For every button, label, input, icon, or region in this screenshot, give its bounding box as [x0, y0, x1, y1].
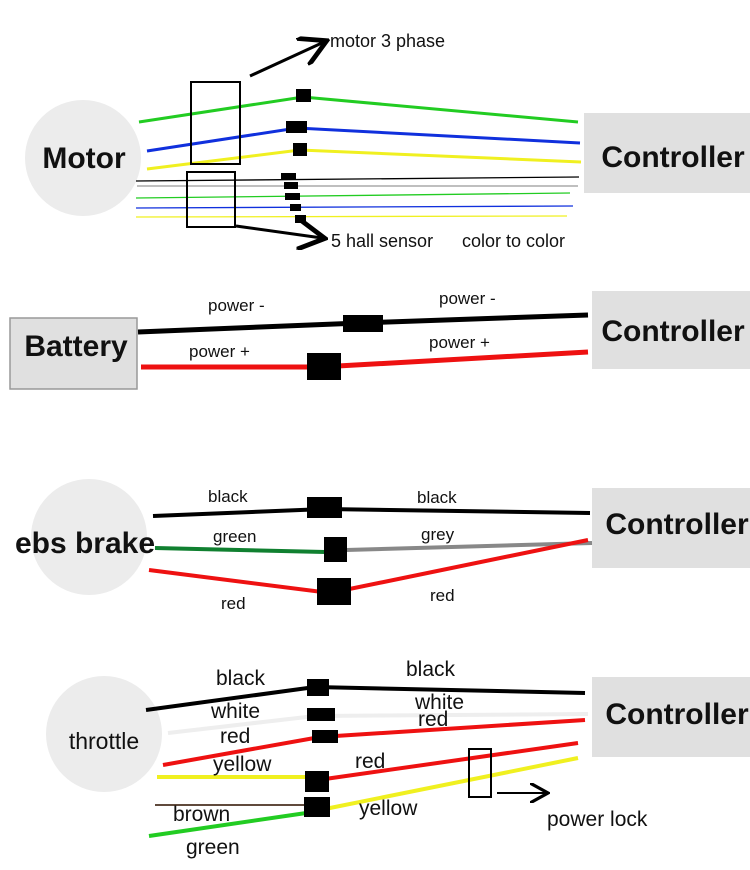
power-lock-label: power lock	[547, 808, 648, 831]
throttle-connector-brown	[304, 797, 330, 817]
hall-arrow	[235, 226, 322, 238]
brake-label-red-left: red	[221, 594, 246, 613]
brake-connector-green	[324, 537, 347, 562]
throttle-wire-yellow-right	[324, 756, 579, 811]
label-pos-right: power +	[429, 333, 490, 352]
hall-connector	[295, 215, 306, 223]
battery-title: Battery	[24, 330, 128, 363]
hall-callout-frame	[186, 171, 236, 228]
throttle-label-brown-left: brown	[173, 803, 230, 826]
throttle-label-black-left: black	[216, 667, 266, 690]
phase-label: motor 3 phase	[330, 31, 445, 51]
label-pos-left: power +	[189, 342, 250, 361]
hall-connector	[290, 204, 301, 211]
hall-wire-yellow	[135, 215, 568, 218]
battery-controller-box	[592, 291, 750, 369]
connector-positive	[307, 353, 341, 380]
brake-connector-black	[307, 497, 342, 518]
motor-controller-box	[584, 113, 750, 193]
label-neg-right: power -	[439, 289, 496, 308]
brake-wire-grey	[345, 541, 593, 552]
brake-title: ebs brake	[15, 527, 155, 560]
motor-circle	[25, 100, 141, 216]
throttle-label-red-right: red	[418, 708, 448, 731]
throttle-connector-red	[312, 730, 338, 743]
throttle-controller-label: Controller	[605, 698, 749, 731]
hall-wire-green	[135, 192, 571, 199]
throttle-connector-black	[307, 679, 329, 696]
color-note: color to color	[462, 231, 565, 251]
hall-wire-black	[135, 176, 580, 182]
throttle-label-white-left: white	[210, 700, 260, 723]
throttle-connector-white	[307, 708, 335, 721]
brake-label-green-left: green	[213, 527, 256, 546]
power-lock-frame	[468, 748, 492, 798]
phase-callout-frame	[190, 81, 241, 165]
battery-box	[9, 317, 138, 390]
brake-controller-box	[592, 488, 750, 568]
brake-controller-label: Controller	[605, 508, 749, 541]
battery-section: Battery Controller power - power - power…	[9, 289, 750, 390]
phase-wire-yellow	[146, 148, 582, 171]
phase-connector	[293, 143, 307, 156]
throttle-label-green-left: green	[186, 836, 240, 859]
throttle-label-black-right: black	[406, 658, 456, 681]
throttle-wire-red-right	[324, 741, 579, 781]
phase-arrow	[249, 42, 324, 78]
throttle-title: throttle	[69, 728, 139, 754]
brake-circle	[31, 479, 147, 595]
brake-connector-red	[317, 578, 351, 605]
phase-connector	[296, 89, 311, 102]
brake-label-red-right: red	[430, 586, 455, 605]
throttle-label-yellow-left: yellow	[213, 753, 272, 776]
throttle-wire-green	[148, 810, 314, 838]
throttle-label-white-right: white	[414, 691, 464, 714]
brake-wire-black	[152, 506, 591, 518]
hall-label: 5 hall sensor	[331, 231, 433, 251]
motor-controller-label: Controller	[601, 141, 745, 174]
phase-connector	[286, 121, 307, 133]
hall-connector	[281, 173, 296, 180]
throttle-connector-yellow	[305, 771, 329, 792]
motor-section: Motor Controller motor 3 phase 5 hall se…	[25, 31, 750, 251]
throttle-controller-box	[592, 677, 750, 757]
connector-negative	[343, 315, 383, 332]
throttle-circle	[46, 676, 162, 792]
throttle-label-yellow-right: yellow	[359, 797, 418, 820]
hall-connector	[284, 182, 298, 189]
throttle-section: throttle Controller black white red yell…	[46, 658, 750, 859]
label-neg-left: power -	[208, 296, 265, 315]
brake-section: ebs brake Controller black black green g…	[15, 479, 750, 613]
brake-label-grey-right: grey	[421, 525, 455, 544]
brake-wire-green	[154, 546, 326, 554]
motor-title: Motor	[42, 142, 126, 175]
hall-wire-blue	[135, 205, 574, 209]
battery-controller-label: Controller	[601, 315, 745, 348]
phase-wire-blue	[146, 126, 581, 153]
phase-wire-green	[138, 95, 579, 124]
throttle-label-red2-right: red	[355, 750, 385, 773]
brake-label-black-left: black	[208, 487, 248, 506]
brake-label-black-right: black	[417, 488, 457, 507]
throttle-label-red-left: red	[220, 725, 250, 748]
hall-connector	[285, 193, 300, 200]
